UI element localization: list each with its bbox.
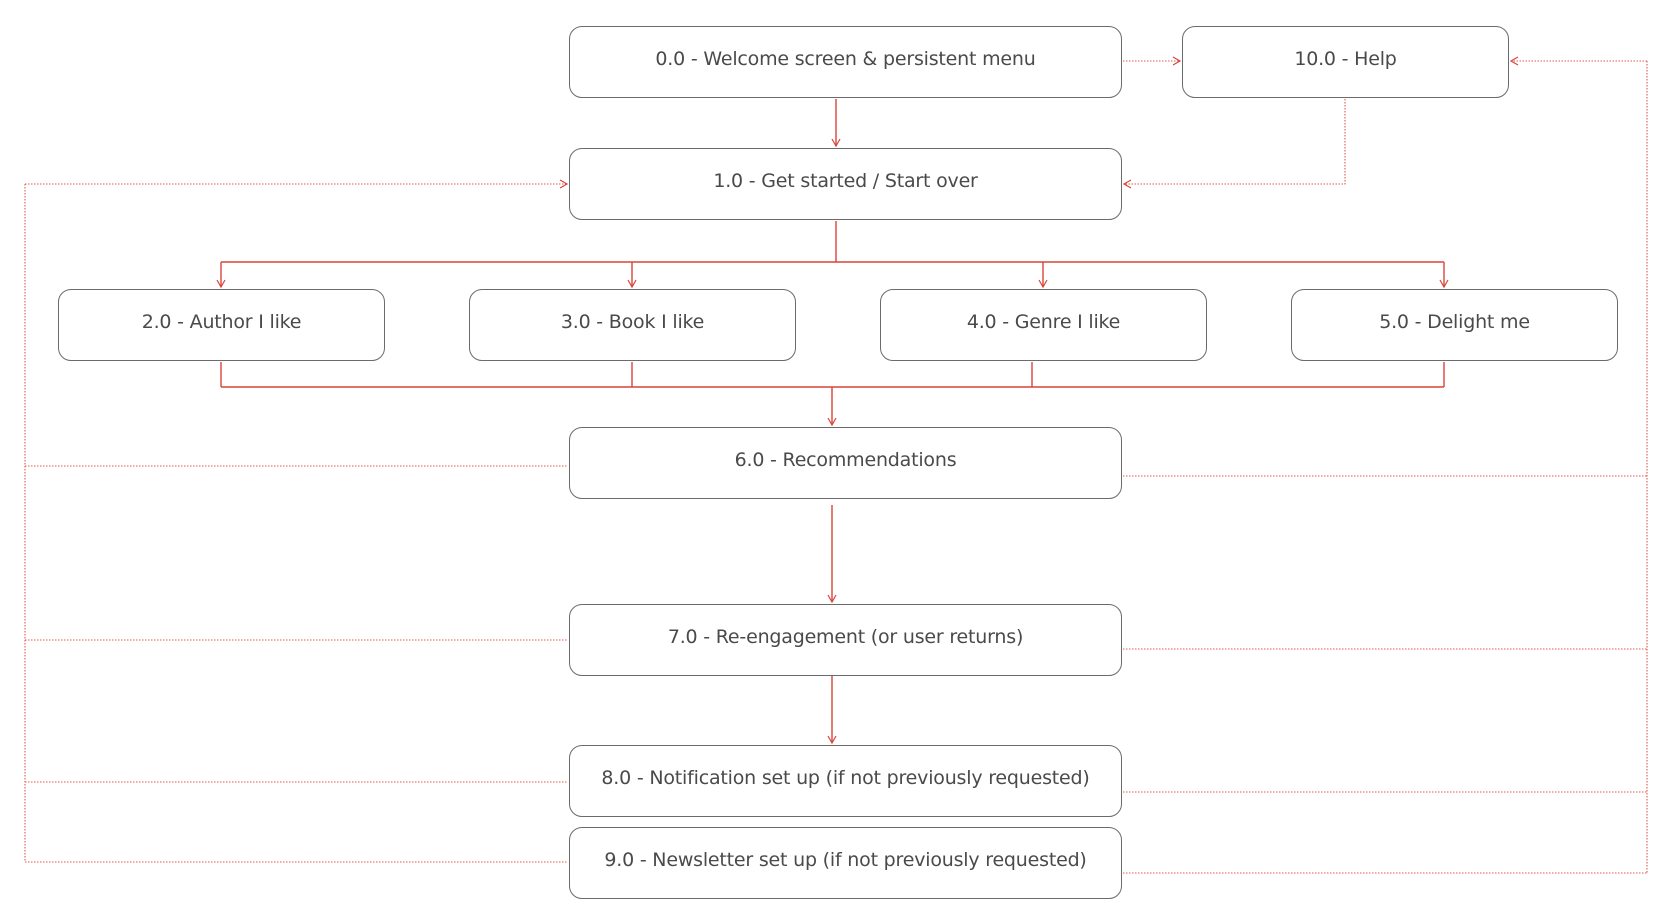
node-get-started: 1.0 - Get started / Start over bbox=[569, 148, 1122, 220]
node-author-i-like: 2.0 - Author I like bbox=[58, 289, 385, 361]
node-label: 6.0 - Recommendations bbox=[734, 449, 957, 471]
node-label: 4.0 - Genre I like bbox=[966, 311, 1121, 333]
node-re-engagement: 7.0 - Re-engagement (or user returns) bbox=[569, 604, 1122, 676]
node-help: 10.0 - Help bbox=[1182, 26, 1509, 98]
node-label: 2.0 - Author I like bbox=[141, 311, 302, 333]
node-label: 3.0 - Book I like bbox=[560, 311, 705, 333]
node-label: 5.0 - Delight me bbox=[1379, 311, 1530, 333]
node-label: 9.0 - Newsletter set up (if not previous… bbox=[604, 849, 1087, 871]
node-label: 0.0 - Welcome screen & persistent menu bbox=[655, 48, 1036, 70]
node-label: 1.0 - Get started / Start over bbox=[713, 170, 978, 192]
node-label: 10.0 - Help bbox=[1294, 48, 1397, 70]
node-label: 7.0 - Re-engagement (or user returns) bbox=[667, 626, 1024, 648]
node-delight-me: 5.0 - Delight me bbox=[1291, 289, 1618, 361]
node-welcome-screen: 0.0 - Welcome screen & persistent menu bbox=[569, 26, 1122, 98]
node-notification-setup: 8.0 - Notification set up (if not previo… bbox=[569, 745, 1122, 817]
node-newsletter-setup: 9.0 - Newsletter set up (if not previous… bbox=[569, 827, 1122, 899]
node-genre-i-like: 4.0 - Genre I like bbox=[880, 289, 1207, 361]
node-label: 8.0 - Notification set up (if not previo… bbox=[601, 767, 1090, 789]
arrow-help-to-getstarted bbox=[1122, 99, 1346, 189]
node-book-i-like: 3.0 - Book I like bbox=[469, 289, 796, 361]
node-recommendations: 6.0 - Recommendations bbox=[569, 427, 1122, 499]
